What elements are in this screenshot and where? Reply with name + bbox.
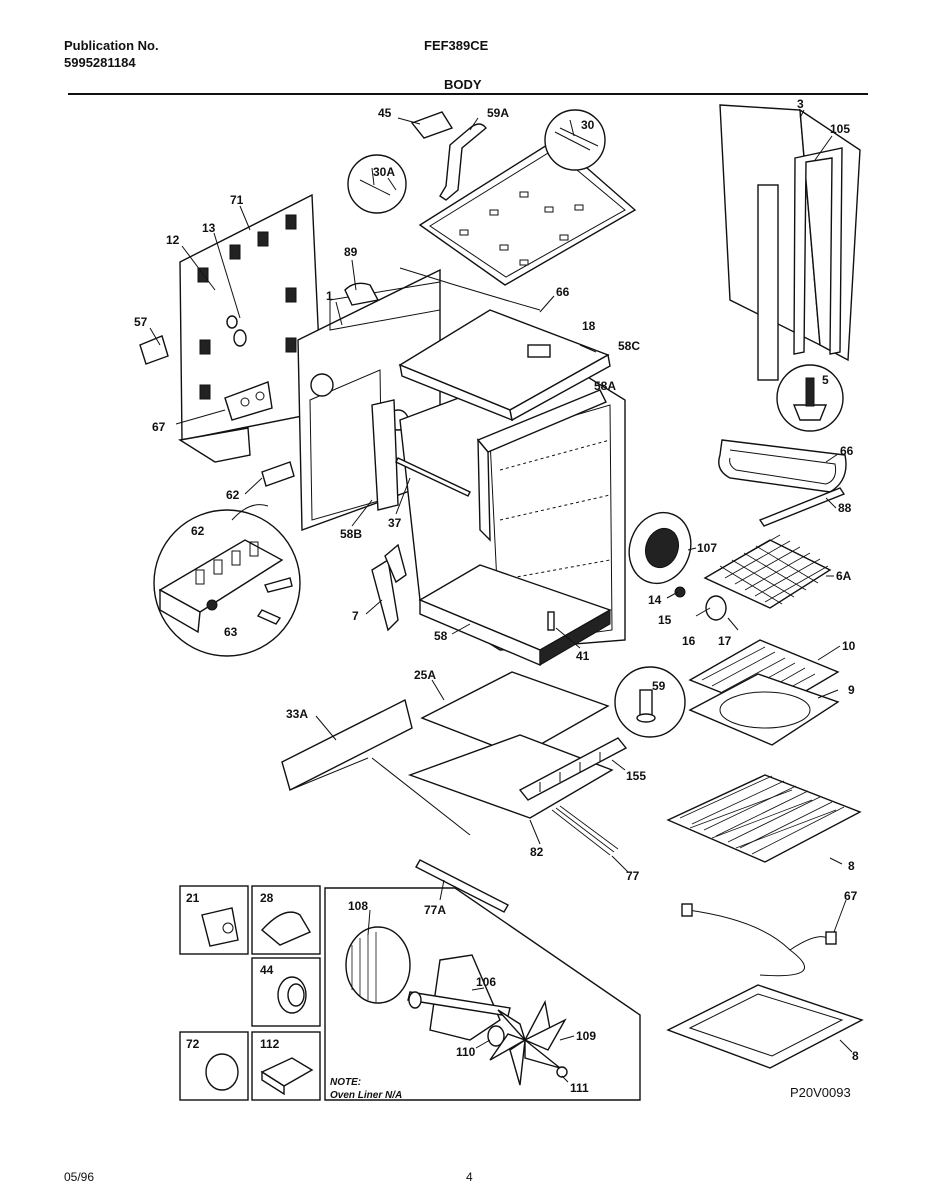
- callout-label: 109: [576, 1029, 596, 1043]
- callout-label: 58B: [340, 527, 362, 541]
- wire-rack-small: [703, 534, 832, 609]
- callout-label: 30: [581, 118, 595, 132]
- callout-label: 5: [822, 373, 829, 387]
- page-number: 4: [466, 1170, 473, 1184]
- callout-label: 30A: [373, 165, 395, 179]
- leader-lines: [149, 109, 853, 1083]
- callout-label: 108: [348, 899, 368, 913]
- callout-label: 14: [648, 593, 662, 607]
- callout-label: 66: [556, 285, 570, 299]
- header-rule: [68, 93, 868, 95]
- callout-label: 58C: [618, 339, 640, 353]
- callout-label: 72: [186, 1037, 200, 1051]
- broil-element: [718, 439, 847, 527]
- callout-label: 59A: [487, 106, 509, 120]
- callout-label: 8: [848, 859, 855, 873]
- drawer-assembly: [281, 671, 628, 913]
- terminal-block-inset: [153, 461, 301, 657]
- callout-label: 62: [226, 488, 240, 502]
- back-panel-right: [719, 104, 861, 432]
- callout-label: 13: [202, 221, 216, 235]
- callout-label: 77: [626, 869, 640, 883]
- drawing-code: P20V0093: [790, 1085, 851, 1100]
- callout-label: 9: [848, 683, 855, 697]
- callout-label: 110: [456, 1045, 476, 1059]
- fan-cover: [628, 511, 739, 631]
- publication-label: Publication No.: [64, 38, 159, 53]
- callout-label: 15: [658, 613, 672, 627]
- callout-label: 71: [230, 193, 244, 207]
- note-title: NOTE:: [330, 1077, 361, 1088]
- callout-label: 67: [152, 420, 166, 434]
- fan-motor-box: [324, 887, 641, 1101]
- footer-date: 05/96: [64, 1170, 95, 1184]
- callout-label: 59: [652, 679, 666, 693]
- top-panel: [347, 109, 637, 286]
- callout-label: 58A: [594, 379, 616, 393]
- callout-label: 41: [576, 649, 590, 663]
- callout-label: 44: [260, 963, 274, 977]
- callout-label: 12: [166, 233, 180, 247]
- callout-label: 88: [838, 501, 852, 515]
- publication-number: 5995281184: [64, 55, 136, 70]
- callout-label: 77A: [424, 903, 446, 917]
- oven-rack: [666, 774, 862, 863]
- callout-label: 25A: [414, 668, 436, 682]
- callout-label: 89: [344, 245, 358, 259]
- callout-label: 67: [844, 889, 858, 903]
- oven-light-inset: [614, 666, 686, 738]
- callout-label: 106: [476, 975, 496, 989]
- callout-label: 17: [718, 634, 732, 648]
- callout-label: 57: [134, 315, 148, 329]
- section-title: BODY: [444, 77, 482, 92]
- callout-labels: 45 59A 30 3 105 30A 71 12 13 89 66 18 57…: [134, 97, 859, 1101]
- callout-label: 8: [852, 1049, 859, 1063]
- callout-label: 155: [626, 769, 646, 783]
- callout-label: 1: [326, 289, 333, 303]
- callout-label: 107: [697, 541, 717, 555]
- callout-label: 45: [378, 106, 392, 120]
- floor-pan: [666, 984, 864, 1069]
- callout-label: 62: [191, 524, 205, 538]
- callout-label: 28: [260, 891, 274, 905]
- callout-label: 33A: [286, 707, 308, 721]
- callout-label: 21: [186, 891, 200, 905]
- oven-cavity: [297, 267, 626, 667]
- broiler-pan: [688, 639, 840, 746]
- callout-label: 82: [530, 845, 544, 859]
- note-text: Oven Liner N/A: [330, 1090, 402, 1101]
- callout-label: 6A: [836, 569, 852, 583]
- callout-label: 105: [830, 122, 850, 136]
- callout-label: 111: [570, 1081, 589, 1095]
- callout-label: 18: [582, 319, 596, 333]
- callout-label: 66: [840, 444, 854, 458]
- model-number: FEF389CE: [424, 38, 489, 53]
- callout-label: 63: [224, 625, 238, 639]
- wire-harness: [681, 903, 837, 977]
- callout-label: 37: [388, 516, 402, 530]
- callout-label: 16: [682, 634, 696, 648]
- callout-label: 58: [434, 629, 448, 643]
- callout-label: 112: [260, 1037, 280, 1051]
- parts-boxes: [179, 885, 321, 1101]
- callout-label: 3: [797, 97, 804, 111]
- callout-label: 10: [842, 639, 856, 653]
- callout-label: 7: [352, 609, 359, 623]
